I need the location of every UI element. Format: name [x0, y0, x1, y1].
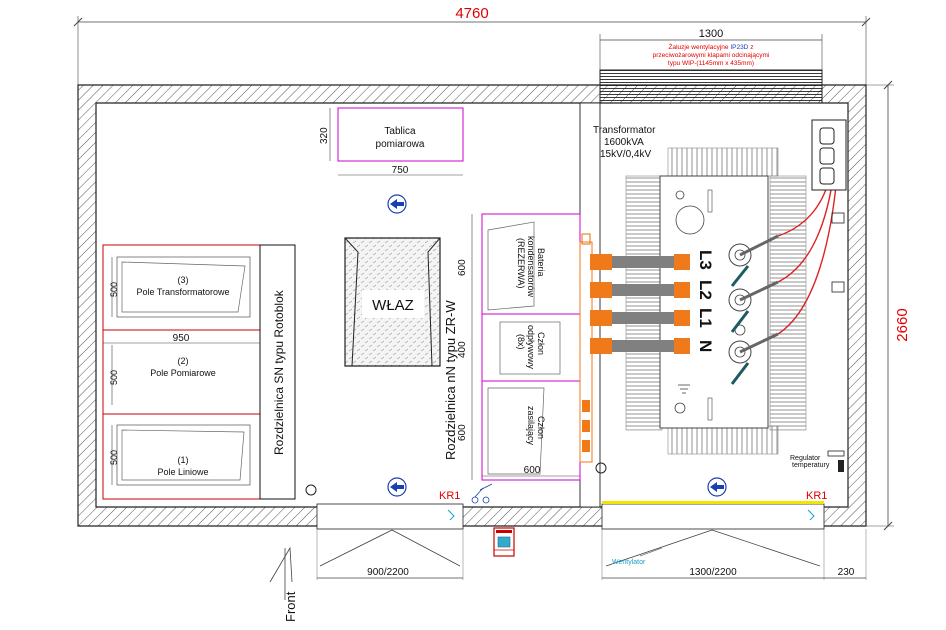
phase-l2: L2	[696, 280, 715, 300]
pole2-height: 500	[109, 370, 119, 385]
tablica-height: 320	[319, 127, 330, 144]
door-left-label: 900/2200	[367, 567, 409, 578]
door-right: 1300/2200 230 Wentylator	[601, 529, 867, 580]
wlaz-label: WŁAZ	[372, 297, 414, 314]
pole3-name: Pole Transformatorowe	[136, 287, 229, 297]
hv-bushing-icon	[728, 332, 779, 385]
front-label: Front	[283, 591, 298, 622]
transformer-line2: 1600kVA	[604, 137, 644, 148]
lv-busbars	[579, 233, 690, 463]
kr1-left: KR1	[439, 490, 460, 521]
transformer-line3: 15kV/0,4kV	[600, 149, 651, 160]
kr1-right: KR1	[806, 490, 827, 521]
door-right-label: 1300/2200	[689, 567, 737, 578]
pole1-number: (1)	[178, 455, 189, 465]
transformer: Transformator 1600kVA 15kV/0,4kV L3 L2 L…	[593, 119, 847, 455]
earth-point-icon	[595, 462, 607, 474]
zas-line1: Człon	[536, 416, 546, 439]
exit-sign-icon	[387, 194, 407, 214]
pole3-number: (3)	[178, 275, 189, 285]
total-width-label: 4760	[455, 5, 488, 22]
rotoblok-label: Rozdzielnica SN typu Rotoblok	[272, 289, 286, 455]
sn-switchgear: Rozdzielnica SN typu Rotoblok (3) Pole T…	[102, 244, 317, 500]
tablica-pomiarowa: Tablica pomiarowa 320 750	[319, 107, 464, 176]
dimension-total-width: 4760	[73, 5, 871, 85]
door-sill	[602, 501, 824, 504]
regulator-line2: temperatury	[792, 462, 830, 469]
wentylator-label: Wentylator	[612, 559, 646, 566]
hv-bushing-icon	[728, 234, 779, 287]
zrw-switchgear: 600 400 600 Rozdzielnica nN typu ZR-W Ba…	[443, 213, 581, 481]
pole1-height: 500	[109, 450, 119, 465]
zas-height: 600	[457, 424, 468, 441]
pole-transformatorowe: (3) Pole Transformatorowe 500	[109, 256, 251, 318]
wlaz-hatch: WŁAZ	[344, 237, 441, 367]
pole1-name: Pole Liniowe	[157, 467, 208, 477]
outer-walls	[77, 69, 867, 530]
zrw-label: Rozdzielnica nN typu ZR-W	[443, 300, 458, 460]
dimension-height: 2660	[866, 80, 911, 531]
bat-line1: Bateria	[536, 248, 546, 277]
temperature-regulator: Regulator temperatury	[790, 450, 845, 472]
pole2-name: Pole Pomiarowe	[150, 368, 216, 378]
louvre-note-line2: przeciwożarowymi klapami odcinającymi	[653, 52, 770, 59]
pole-liniowe: (1) Pole Liniowe 500	[109, 424, 251, 486]
front-arrow: Front	[269, 546, 298, 622]
exit-sign-icon	[707, 477, 727, 497]
phase-l3: L3	[696, 250, 715, 270]
regulator-line1: Regulator	[790, 455, 821, 462]
pole3-height: 500	[109, 282, 119, 297]
switch-symbol-icon	[471, 483, 493, 504]
tablica-width: 750	[392, 165, 409, 176]
bat-line2: kondensatorów	[526, 236, 536, 298]
pole2-number: (2)	[178, 356, 189, 366]
pole-pomiarowe: 950 (2) Pole Pomiarowe 500	[103, 333, 260, 405]
odp-line1: Człon	[536, 332, 546, 355]
kond-height: 400	[457, 341, 468, 358]
kr1-left-label: KR1	[439, 490, 460, 502]
height-label: 2660	[894, 308, 911, 341]
transformer-line1: Transformator	[593, 125, 656, 136]
tablica-line1: Tablica	[384, 126, 416, 137]
side-gap-label: 230	[838, 567, 855, 578]
bat-line3: (REZERWA)	[516, 238, 526, 289]
tablica-line2: pomiarowa	[376, 139, 425, 150]
louvre-note-line1: Żaluzje wentylacyjne IP23D z	[669, 42, 754, 51]
zas-line2: zasilający	[526, 406, 536, 446]
phase-n: N	[696, 340, 715, 352]
earth-point-icon	[305, 484, 317, 496]
kr1-right-label: KR1	[806, 490, 827, 502]
exit-sign-icon	[387, 477, 407, 497]
bat-height: 600	[457, 259, 468, 276]
pole-width: 950	[173, 333, 190, 344]
dimension-louvre-width: 1300 Żaluzje wentylacyjne IP23D z przeci…	[599, 28, 823, 70]
door-left: 900/2200	[316, 529, 464, 580]
odp-line3: (8x)	[516, 334, 526, 350]
zrw-width: 600	[524, 465, 541, 476]
louvre-width-label: 1300	[699, 28, 723, 40]
odp-line2: odpływowy	[526, 325, 536, 370]
ventilation-louvre	[599, 69, 823, 104]
phase-l1: L1	[696, 308, 715, 328]
hv-bushing-icon	[728, 280, 779, 333]
external-panel-icon	[493, 527, 515, 557]
louvre-note-line3: typu WIP-(1145mm x 435mm)	[668, 60, 754, 67]
